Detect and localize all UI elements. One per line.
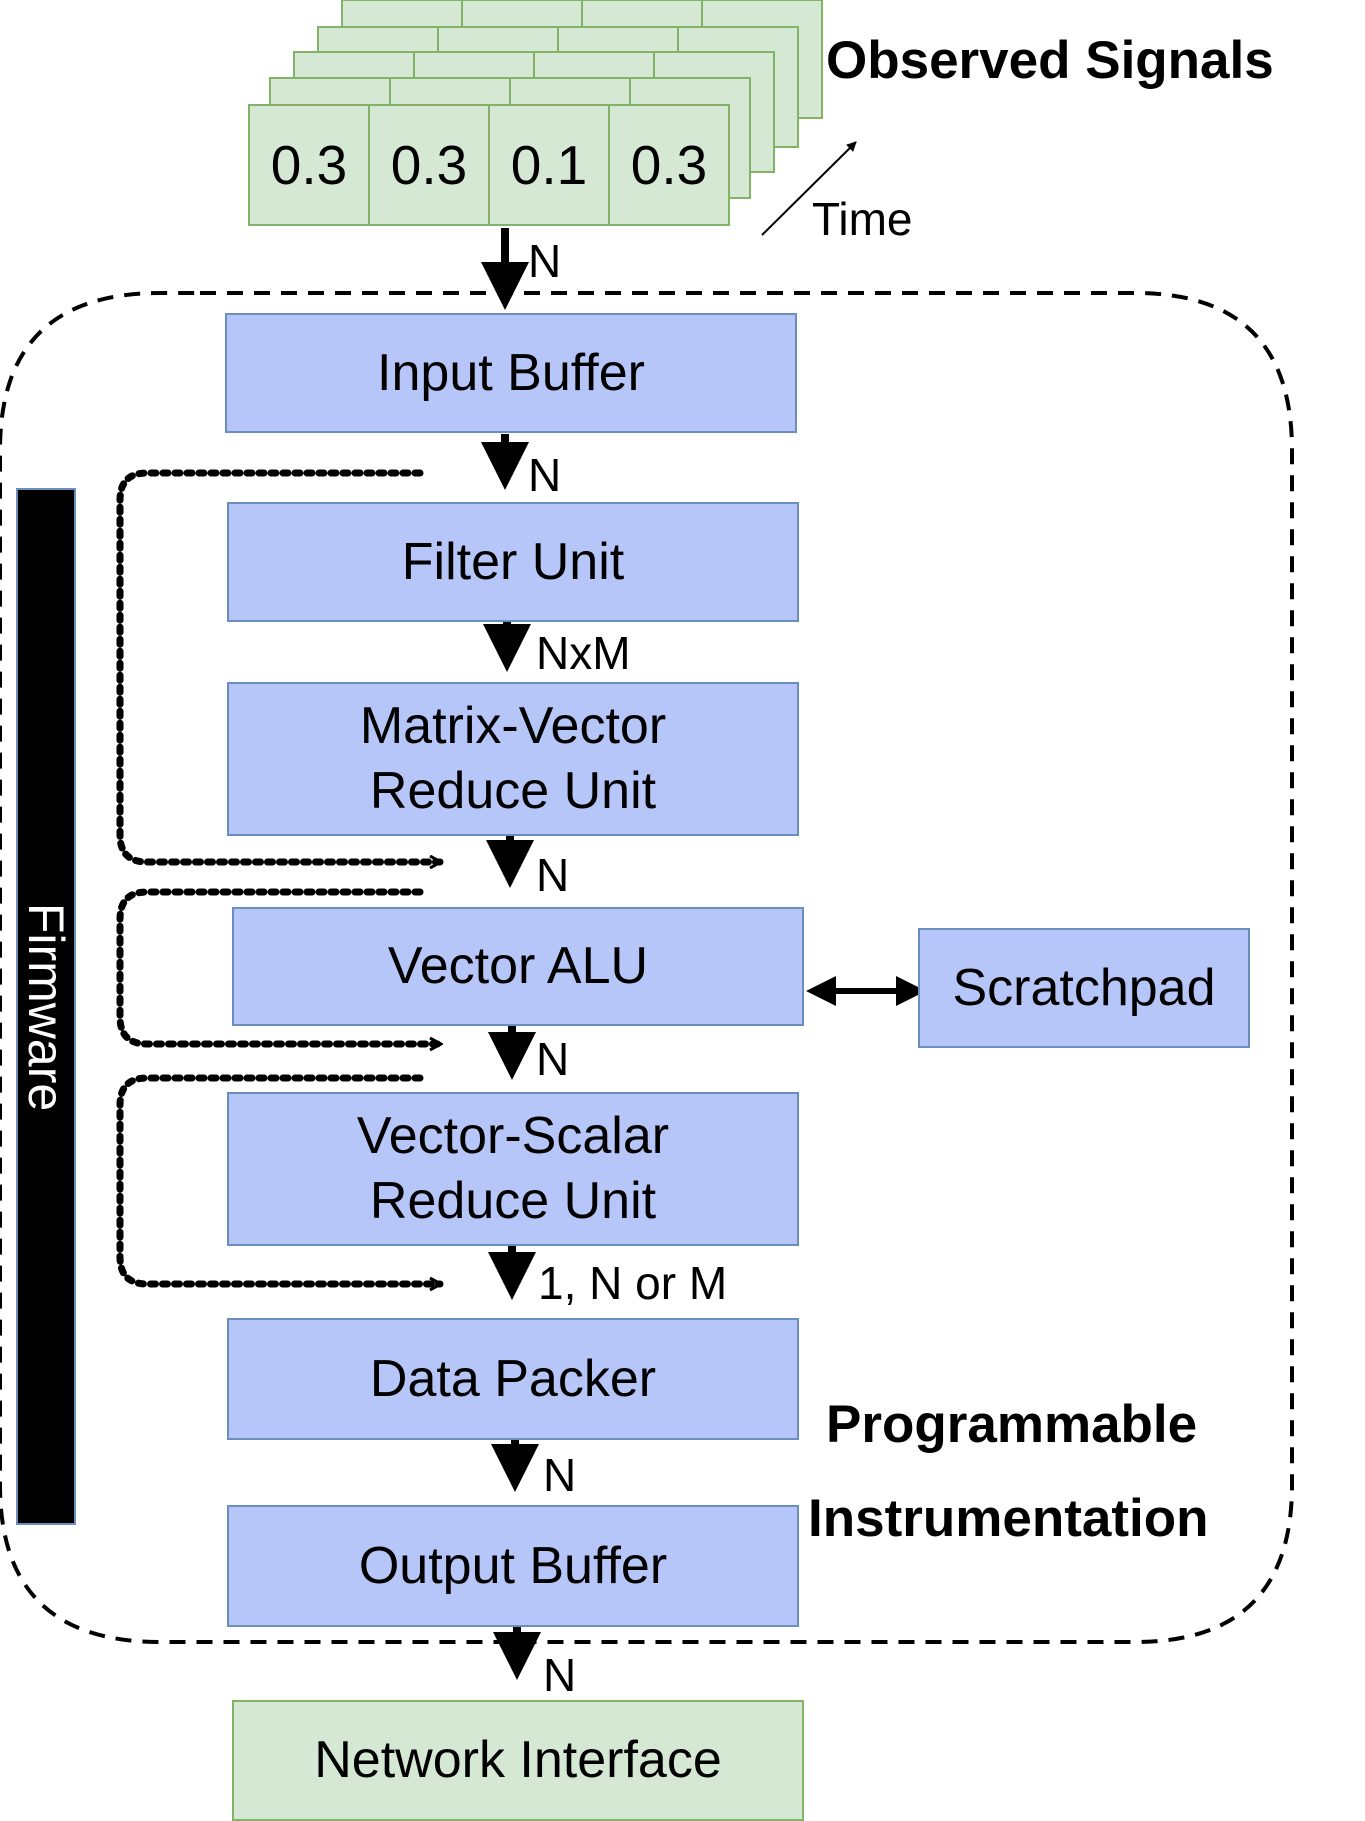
vector-alu-label: Vector ALU: [387, 937, 649, 995]
time-label: Time: [812, 193, 913, 245]
signal-cell: 0.3: [608, 104, 730, 226]
edge-label: NxM: [536, 627, 631, 679]
edge-label: N: [543, 1449, 577, 1501]
edge-label: 1, N or M: [538, 1257, 728, 1309]
vector-scalar-label-line1: Vector-Scalar: [356, 1107, 670, 1165]
scratchpad-link: [806, 976, 926, 1006]
bypass-loops: [116, 469, 444, 1284]
instrumentation-label: Instrumentation: [808, 1489, 1209, 1548]
time-arrow: [761, 141, 857, 236]
programmable-region-outline: [0, 291, 1294, 1644]
network-interface-block: Network Interface: [232, 1700, 804, 1821]
edge-label: N: [528, 235, 562, 287]
edge-label: N: [543, 1649, 577, 1701]
firmware-bar: Firmware: [16, 488, 76, 1525]
vector-scalar-reduce-unit-block: Vector-Scalar Reduce Unit: [227, 1092, 799, 1246]
data-packer-label: Data Packer: [369, 1349, 657, 1408]
signal-cell: 0.1: [488, 104, 610, 226]
scratchpad-block: Scratchpad: [918, 928, 1250, 1048]
output-buffer-block: Output Buffer: [227, 1505, 799, 1627]
firmware-label: Firmware: [18, 902, 74, 1111]
network-interface-label: Network Interface: [314, 1731, 722, 1789]
matrix-vector-label-line2: Reduce Unit: [369, 762, 657, 820]
scratchpad-label: Scratchpad: [952, 958, 1216, 1017]
edge-label: N: [536, 1033, 570, 1085]
programmable-label: Programmable: [826, 1395, 1198, 1454]
signal-cell: 0.3: [248, 104, 370, 226]
matrix-vector-label-line1: Matrix-Vector: [359, 697, 667, 755]
observed-signals-title: Observed Signals: [826, 31, 1274, 90]
edge-label: N: [528, 449, 562, 501]
filter-unit-block: Filter Unit: [227, 502, 799, 622]
input-buffer-block: Input Buffer: [225, 313, 797, 433]
data-packer-block: Data Packer: [227, 1318, 799, 1440]
flow-arrows: [481, 228, 541, 1680]
matrix-vector-reduce-unit-block: Matrix-Vector Reduce Unit: [227, 682, 799, 836]
vector-alu-block: Vector ALU: [232, 907, 804, 1026]
edge-label: N: [536, 849, 570, 901]
input-buffer-label: Input Buffer: [377, 343, 645, 402]
output-buffer-label: Output Buffer: [358, 1536, 668, 1595]
filter-unit-label: Filter Unit: [401, 532, 625, 591]
vector-scalar-label-line2: Reduce Unit: [369, 1172, 657, 1230]
signal-cell: 0.3: [368, 104, 490, 226]
